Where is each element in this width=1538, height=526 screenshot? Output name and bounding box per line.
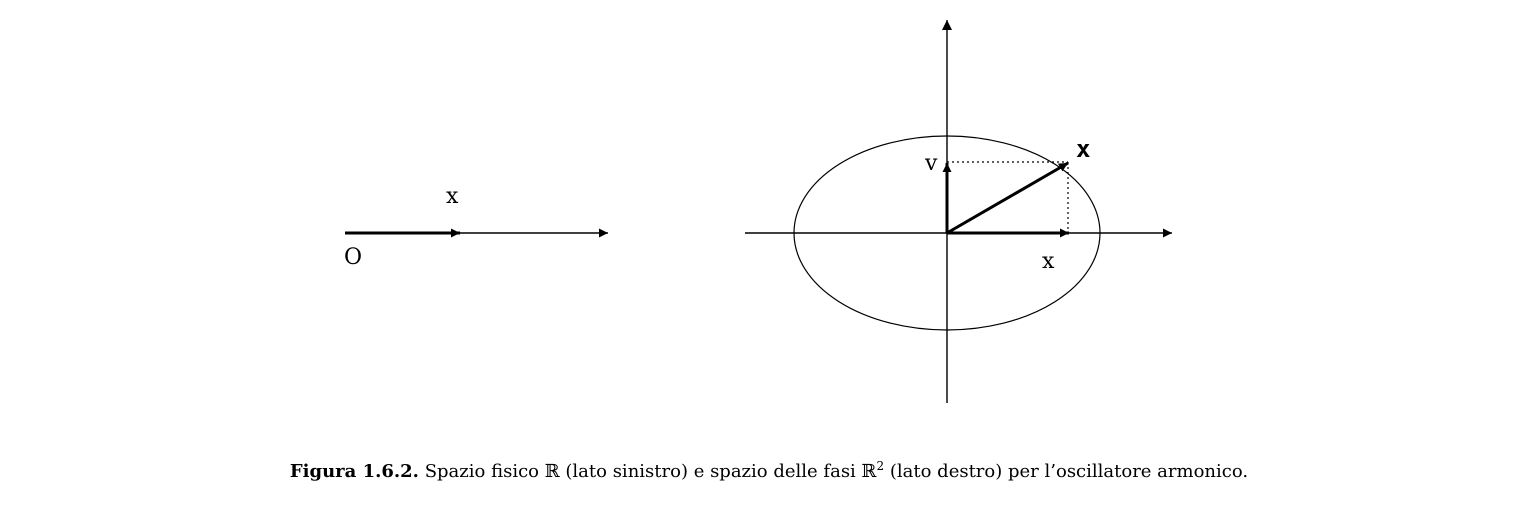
position-axis-label: x (1042, 249, 1055, 274)
phase-space-panel: x v x (745, 20, 1172, 403)
origin-label: O (344, 245, 362, 270)
velocity-label: v (924, 151, 938, 176)
figure-caption: Figura 1.6.2. Spazio fisico ℝ (lato sini… (0, 460, 1538, 484)
caption-superscript: 2 (876, 459, 885, 473)
position-label: x (446, 184, 459, 209)
caption-text-b: (lato destro) per l’oscillatore armonico… (884, 461, 1249, 482)
state-vector-label: x (1076, 135, 1090, 163)
caption-label: Figura 1.6.2. (289, 461, 419, 482)
caption-text-a: Spazio fisico ℝ (lato sinistro) e spazio… (424, 461, 877, 482)
physical-space-panel: x O (344, 184, 608, 270)
phase-state-vector (946, 161, 1069, 235)
